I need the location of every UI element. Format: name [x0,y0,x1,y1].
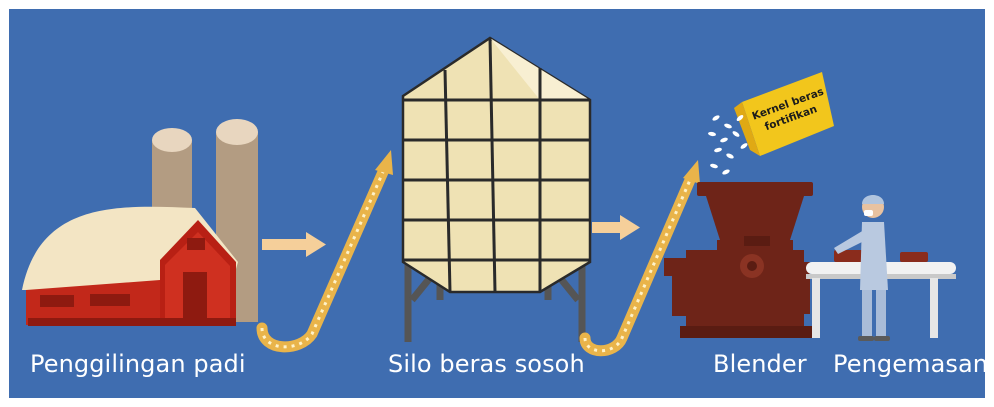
bucket-elevator-2 [585,160,700,351]
blender-machine [664,182,820,338]
flow-arrow-1 [262,232,326,257]
stage-label-rice-mill: Penggilingan padi [30,350,246,378]
stage-label-silo: Silo beras sosoh [388,350,585,378]
rice-storage-silo [403,38,590,342]
stage-label-blender: Blender [713,350,807,378]
flow-arrow-2 [592,215,640,240]
barn-door [183,272,207,322]
fortified-rice-bag: Kernel beras fortifikan [734,72,834,156]
stage-label-packaging: Pengemasan [833,350,988,378]
rice-mill-illustration [22,119,258,326]
